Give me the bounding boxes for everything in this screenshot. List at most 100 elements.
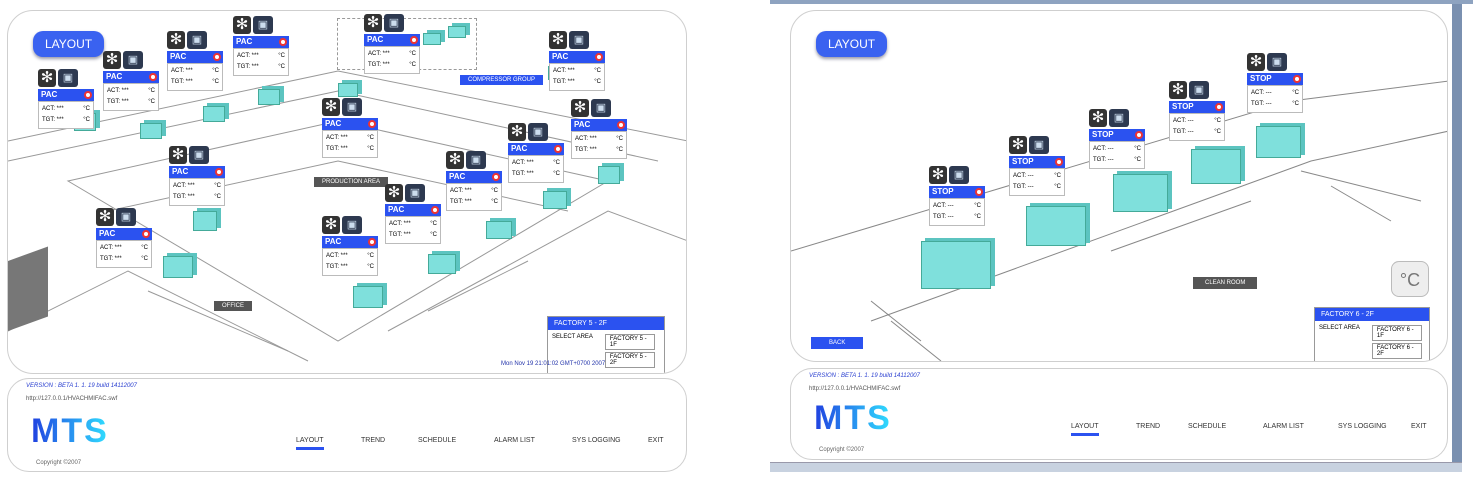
hvac-unit-card[interactable]: ✻▣ STOP ACT: ---°C TGT: ---°C	[1009, 136, 1065, 196]
power-button-icon[interactable]	[617, 121, 625, 129]
unit-status-header[interactable]: PAC	[508, 143, 564, 155]
hvac-unit-card[interactable]: ✻▣ PAC ACT: ***°C TGT: ***°C	[385, 184, 441, 244]
power-button-icon[interactable]	[1135, 131, 1143, 139]
power-button-icon[interactable]	[84, 91, 92, 99]
hvac-unit-card[interactable]: ✻▣ STOP ACT: ---°C TGT: ---°C	[929, 166, 985, 226]
hvac-unit-card[interactable]: ✻▣ PAC ACT: ***°C TGT: ***°C	[233, 16, 289, 76]
power-button-icon[interactable]	[595, 53, 603, 61]
factory-option[interactable]: FACTORY 6 - 2F	[1371, 343, 1422, 359]
power-button-icon[interactable]	[554, 145, 562, 153]
celsius-toggle-button[interactable]: °C	[1391, 261, 1429, 297]
unit-status-header[interactable]: PAC	[233, 36, 289, 48]
hvac-unit-card[interactable]: ✻▣ STOP ACT: ---°C TGT: ---°C	[1089, 109, 1145, 169]
hvac-unit-card[interactable]: ✻▣ PAC ACT: ***°C TGT: ***°C	[322, 98, 378, 158]
hvac-unit-cube[interactable]	[598, 166, 620, 184]
unit-status-header[interactable]: STOP	[1169, 101, 1225, 113]
power-button-icon[interactable]	[149, 73, 157, 81]
layout-button[interactable]: LAYOUT	[816, 31, 888, 57]
area-label-office[interactable]: OFFICE	[214, 301, 252, 311]
unit-status-header[interactable]: STOP	[929, 186, 985, 198]
unit-status-header[interactable]: PAC	[169, 166, 225, 178]
unit-status-header[interactable]: PAC	[322, 118, 378, 130]
hvac-unit-card[interactable]: ✻▣ PAC ACT: ***°C TGT: ***°C	[364, 14, 420, 74]
hvac-unit-card[interactable]: ✻▣ STOP ACT: ---°C TGT: ---°C	[1247, 53, 1303, 113]
nav-sys-logging[interactable]: SYS LOGGING	[1338, 423, 1387, 430]
hvac-unit-cube[interactable]	[338, 83, 358, 97]
nav-schedule[interactable]: SCHEDULE	[1188, 423, 1227, 430]
unit-status-header[interactable]: PAC	[103, 71, 159, 83]
hvac-unit-cube[interactable]	[1113, 174, 1168, 212]
unit-status-header[interactable]: PAC	[38, 89, 94, 101]
hvac-unit-cube[interactable]	[193, 211, 217, 231]
nav-trend[interactable]: TREND	[361, 437, 386, 444]
hvac-unit-cube[interactable]	[543, 191, 567, 209]
unit-status-header[interactable]: PAC	[571, 119, 627, 131]
factory-option[interactable]: FACTORY 6 - 1F	[1371, 325, 1422, 341]
hvac-unit-card[interactable]: ✻▣ PAC ACT: ***°C TGT: ***°C	[549, 31, 605, 91]
factory-option[interactable]: FACTORY 5 - 2F	[604, 352, 655, 368]
horizontal-scrollbar[interactable]	[770, 462, 1462, 472]
power-button-icon[interactable]	[975, 188, 983, 196]
area-label-compressor[interactable]: COMPRESSOR GROUP	[460, 75, 544, 85]
nav-schedule[interactable]: SCHEDULE	[418, 437, 457, 444]
hvac-unit-cube[interactable]	[258, 89, 280, 105]
unit-status-header[interactable]: PAC	[322, 236, 378, 248]
hvac-unit-card[interactable]: ✻▣ PAC ACT: ***°C TGT: ***°C	[169, 146, 225, 206]
hvac-unit-cube[interactable]	[140, 123, 162, 139]
power-button-icon[interactable]	[492, 173, 500, 181]
area-label-production[interactable]: PRODUCTION AREA	[314, 177, 389, 187]
nav-exit[interactable]: EXIT	[1411, 423, 1427, 430]
nav-trend[interactable]: TREND	[1136, 423, 1161, 430]
power-button-icon[interactable]	[213, 53, 221, 61]
power-button-icon[interactable]	[142, 230, 150, 238]
power-button-icon[interactable]	[1293, 75, 1301, 83]
hvac-unit-card[interactable]: ✻▣ PAC ACT: ***°C TGT: ***°C	[322, 216, 378, 276]
power-button-icon[interactable]	[368, 238, 376, 246]
unit-status-header[interactable]: PAC	[549, 51, 605, 63]
nav-layout[interactable]: LAYOUT	[1071, 423, 1099, 436]
hvac-unit-card[interactable]: ✻▣ PAC ACT: ***°C TGT: ***°C	[38, 69, 94, 129]
hvac-unit-cube[interactable]	[1191, 149, 1241, 184]
hvac-unit-cube[interactable]	[1026, 206, 1086, 246]
power-button-icon[interactable]	[368, 120, 376, 128]
hvac-unit-card[interactable]: ✻▣ PAC ACT: ***°C TGT: ***°C	[103, 51, 159, 111]
power-button-icon[interactable]	[1055, 158, 1063, 166]
hvac-unit-cube[interactable]	[163, 256, 193, 278]
hvac-unit-card[interactable]: ✻▣ PAC ACT: ***°C TGT: ***°C	[446, 151, 502, 211]
unit-status-header[interactable]: STOP	[1247, 73, 1303, 85]
layout-button[interactable]: LAYOUT	[33, 31, 105, 57]
hvac-unit-card[interactable]: ✻▣ STOP ACT: ---°C TGT: ---°C	[1169, 81, 1225, 141]
unit-status-header[interactable]: PAC	[385, 204, 441, 216]
power-button-icon[interactable]	[410, 36, 418, 44]
power-button-icon[interactable]	[1215, 103, 1223, 111]
factory-option[interactable]: FACTORY 5 - 1F	[604, 334, 655, 350]
hvac-unit-card[interactable]: ✻▣ PAC ACT: ***°C TGT: ***°C	[167, 31, 223, 91]
power-button-icon[interactable]	[431, 206, 439, 214]
unit-status-header[interactable]: PAC	[364, 34, 420, 46]
unit-status-header[interactable]: PAC	[167, 51, 223, 63]
unit-status-header[interactable]: PAC	[96, 228, 152, 240]
nav-alarm-list[interactable]: ALARM LIST	[1263, 423, 1304, 430]
hvac-unit-cube[interactable]	[423, 33, 441, 45]
hvac-unit-cube[interactable]	[1256, 126, 1301, 158]
nav-exit[interactable]: EXIT	[648, 437, 664, 444]
hvac-unit-cube[interactable]	[203, 106, 225, 122]
hvac-unit-cube[interactable]	[353, 286, 383, 308]
hvac-unit-cube[interactable]	[921, 241, 991, 289]
hvac-unit-card[interactable]: ✻▣ PAC ACT: ***°C TGT: ***°C	[508, 123, 564, 183]
nav-alarm-list[interactable]: ALARM LIST	[494, 437, 535, 444]
hvac-unit-cube[interactable]	[428, 254, 456, 274]
power-button-icon[interactable]	[279, 38, 287, 46]
unit-status-header[interactable]: STOP	[1089, 129, 1145, 141]
power-button-icon[interactable]	[215, 168, 223, 176]
nav-sys-logging[interactable]: SYS LOGGING	[572, 437, 621, 444]
hvac-unit-cube[interactable]	[486, 221, 512, 239]
hvac-unit-cube[interactable]	[448, 26, 466, 38]
unit-status-header[interactable]: STOP	[1009, 156, 1065, 168]
nav-layout[interactable]: LAYOUT	[296, 437, 324, 450]
back-button[interactable]: BACK	[811, 337, 864, 349]
vertical-scrollbar[interactable]	[1452, 4, 1462, 462]
hvac-unit-card[interactable]: ✻▣ PAC ACT: ***°C TGT: ***°C	[96, 208, 152, 268]
area-label-clean-room[interactable]: CLEAN ROOM	[1193, 277, 1258, 289]
hvac-unit-card[interactable]: ✻▣ PAC ACT: ***°C TGT: ***°C	[571, 99, 627, 159]
